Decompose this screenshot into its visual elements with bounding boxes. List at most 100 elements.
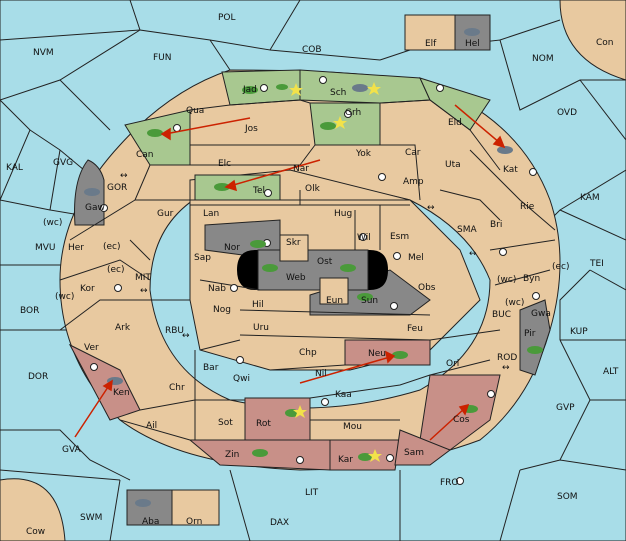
province-pir[interactable] [519, 299, 551, 376]
label-uru: Uru [253, 323, 269, 333]
label-hug: Hug [334, 209, 352, 219]
supply-center [296, 456, 304, 464]
army-icon[interactable] [527, 346, 543, 354]
sea-cob: COB [302, 45, 322, 55]
label-nil: Nil [315, 369, 327, 379]
label-pir: Pir [524, 329, 536, 339]
star-icon [333, 116, 347, 129]
coast-wc: (wc) [505, 298, 524, 308]
double-arrow-icon: ↔ [469, 249, 477, 259]
label-jad: Jad [242, 85, 257, 95]
supply-center [321, 398, 329, 406]
sea-sma: SMA [457, 225, 477, 235]
label-qwi: Qwi [233, 374, 250, 384]
move-arrow [229, 159, 321, 187]
sea-gvp: GVP [556, 403, 575, 413]
label-nor: Nor [224, 243, 240, 253]
label-neu: Neu [368, 349, 386, 359]
sea-alt: ALT [603, 367, 619, 377]
label-olk: Olk [305, 184, 321, 194]
label-gwa: Gwa [531, 309, 551, 319]
supply-center [529, 168, 537, 176]
army-icon[interactable] [392, 351, 408, 359]
move-arrow [454, 104, 501, 144]
star-icon [293, 405, 307, 418]
army-icon[interactable] [358, 453, 372, 461]
fleet-icon[interactable] [352, 84, 368, 92]
province-sam[interactable] [394, 429, 452, 466]
star-icon [367, 82, 381, 95]
sea-rod: ROD [497, 353, 517, 363]
province-eun[interactable] [319, 277, 349, 305]
supply-center [264, 189, 272, 197]
double-arrow-icon: ↔ [120, 171, 128, 181]
sea-lit: LIT [305, 488, 319, 498]
label-bar: Bar [203, 363, 219, 373]
coast-ec: (ec) [107, 265, 125, 275]
label-orl: Orl [446, 359, 459, 369]
army-icon[interactable] [320, 122, 336, 130]
label-her: Her [68, 243, 84, 253]
label-yok: Yok [355, 149, 372, 159]
army-icon[interactable] [357, 293, 373, 301]
label-kaa: Kaa [335, 390, 352, 400]
army-icon[interactable] [214, 183, 230, 191]
label-mou: Mou [343, 422, 362, 432]
supply-center [499, 248, 507, 256]
fleet-icon[interactable] [135, 499, 151, 507]
army-icon[interactable] [250, 240, 266, 248]
province-skr[interactable] [279, 234, 309, 262]
sea-kam: KAM [580, 193, 600, 203]
sea-tei: TEI [589, 259, 604, 269]
label-car: Car [405, 148, 421, 158]
supply-center [344, 110, 352, 118]
label-qua: Qua [186, 106, 204, 116]
army-icon[interactable] [262, 264, 278, 272]
label-sun: Sun [361, 296, 378, 306]
province-borders [59, 99, 556, 441]
label-rot: Rot [256, 419, 271, 429]
sea-rbu: RBU [165, 326, 184, 336]
label-ark: Ark [115, 323, 131, 333]
supply-center [532, 292, 540, 300]
province-rot[interactable] [244, 397, 311, 441]
fleet-icon[interactable] [497, 146, 513, 154]
province-orn[interactable] [171, 489, 220, 526]
double-arrow-icon: ↔ [502, 363, 510, 373]
army-icon[interactable] [147, 129, 163, 137]
label-feu: Feu [407, 324, 423, 334]
supply-center [487, 390, 495, 398]
sea-gor: GOR [107, 183, 127, 193]
fleet-icon[interactable] [84, 188, 100, 196]
supply-center [230, 284, 238, 292]
label-zin: Zin [225, 450, 239, 460]
army-icon[interactable] [242, 86, 258, 94]
province-con-label: Con [596, 38, 614, 48]
supply-center [90, 363, 98, 371]
label-gur: Gur [157, 209, 174, 219]
coast-ec: (ec) [103, 242, 121, 252]
label-eun: Eun [326, 296, 343, 306]
move-arrow [164, 117, 251, 135]
province-aba[interactable] [126, 489, 173, 526]
label-eld: Eld [448, 118, 462, 128]
army-icon[interactable] [340, 264, 356, 272]
move-arrow [74, 383, 111, 438]
label-kat: Kat [503, 165, 518, 175]
sea-mit: MIT [135, 273, 151, 283]
province-cow-label: Cow [26, 527, 45, 537]
sea-som: SOM [557, 492, 578, 502]
supply-center [319, 76, 327, 84]
sea-nvm: NVM [33, 48, 54, 58]
province-elf[interactable] [404, 14, 456, 51]
label-web: Web [286, 273, 306, 283]
arrowhead-icon [160, 127, 171, 141]
label-jos: Jos [244, 124, 258, 134]
label-grh: Grh [345, 108, 361, 118]
label-nog: Nog [213, 305, 231, 315]
move-arrows [74, 104, 506, 441]
army-icon[interactable] [252, 449, 268, 457]
fleet-icon[interactable] [464, 28, 480, 36]
army-icon[interactable] [276, 84, 288, 90]
double-arrow-icon: ↔ [427, 203, 435, 213]
